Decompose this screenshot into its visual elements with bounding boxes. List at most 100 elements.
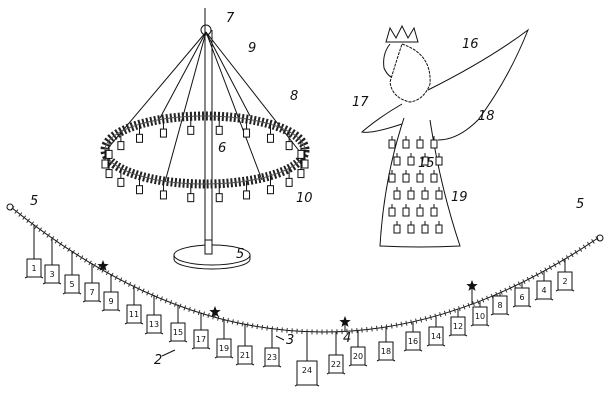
star-icon [339,316,351,327]
wreath-bag [117,177,125,187]
garland-bag: 10 [470,301,490,327]
label-arm: 17 [352,95,369,110]
star-icon [209,306,221,317]
bag-body [296,360,318,386]
bag-body [26,258,42,278]
garland-loop-right [596,234,604,242]
wreath-bag [136,185,144,195]
label-bag-wreath: 10 [296,191,313,206]
angel-bag [416,173,424,183]
top-ring [200,24,212,36]
suspension-cords [107,31,301,183]
wreath-bag [105,149,113,159]
angel-bag [435,156,443,166]
reference-numerals: 7 9 8 6 10 5 16 17 18 15 19 5 5 2 3 4 [30,11,584,368]
garland-loop-left [6,203,14,211]
angel-bag [402,173,410,183]
bag-number: 9 [108,297,113,306]
bag-number: 16 [408,337,418,346]
wreath-bag [297,149,305,159]
bag-number: 21 [240,351,250,360]
bag-number: 15 [173,328,183,337]
stars [97,260,478,332]
garland-bag: 16 [403,322,423,352]
angel-bag [407,190,415,200]
bag-number: 20 [353,352,363,361]
garland-bag: 9 [101,274,121,312]
garland-bag: 12 [448,309,468,337]
label-wing: 18 [478,109,495,124]
angel-bag [388,173,396,183]
garland-bag: 17 [191,312,211,350]
wreath-bag [136,133,144,143]
garland-bag: 23 [262,328,282,368]
bag-number: 23 [267,353,277,362]
crown [385,24,419,43]
bag-number: 14 [431,332,441,341]
bag-body [536,280,552,300]
bag-number: 1 [31,264,36,273]
garland-bag: 18 [376,327,396,362]
garland-bag: 21 [235,323,255,366]
wreath-bag [159,190,167,200]
angel-bag [416,207,424,217]
bag-body [514,287,530,307]
bag-number: 2 [562,277,567,286]
garland-bag: 14 [426,316,446,347]
angel-bag [393,156,401,166]
bag-body [193,329,209,349]
star-icon [97,260,109,271]
bag-body [350,346,366,366]
stand-base-edge [173,255,251,270]
wreath-bag [215,125,223,135]
label-crown: 16 [462,37,479,52]
bag-number: 7 [89,288,94,297]
bag-body [492,295,508,315]
label-dress: 15 [418,156,435,171]
wreath-bag [187,193,195,203]
bag-body [170,322,186,342]
bag-number: 12 [453,322,463,331]
bag-number: 5 [69,280,74,289]
angel-bag [388,139,396,149]
garland-bag: 3 [42,237,62,285]
wreath-bag [101,159,109,169]
bag-body [450,316,466,336]
label-bag-angel: 19 [451,190,468,205]
pole-foot [204,239,213,255]
star-icon [466,280,478,291]
garland-bag: 24 [294,331,320,387]
bag-body [216,338,232,358]
wreath-bag [285,177,293,187]
garland-bag: 2 [555,259,575,292]
bag-number: 24 [302,366,312,375]
angel-bag [407,156,415,166]
wreath-bag [297,169,305,179]
garland-bag: 15 [168,304,188,343]
bag-number: 18 [381,347,391,356]
garland-bag: 5 [62,250,82,295]
garland-leaves [10,206,600,335]
wreath-bag [215,193,223,203]
bag-number: 13 [149,320,159,329]
garland-bag: 1 [24,224,44,279]
bag-number: 10 [475,312,485,321]
bag-body [64,274,80,294]
bag-number: 22 [331,360,341,369]
label-pole: 6 [218,141,226,156]
bag-body [378,341,394,361]
label-cords: 9 [248,41,256,56]
bag-body [146,314,162,334]
angel-bag [388,207,396,217]
label-top: 7 [226,11,235,26]
wreath-bag [243,128,251,138]
wreath-bag [187,125,195,135]
label-stand: 5 [236,247,244,262]
label-star: 4 [343,331,351,346]
bag-body [328,354,344,374]
angel-bag [407,224,415,234]
garland-bag: 22 [326,331,346,375]
wreath-bag [159,128,167,138]
